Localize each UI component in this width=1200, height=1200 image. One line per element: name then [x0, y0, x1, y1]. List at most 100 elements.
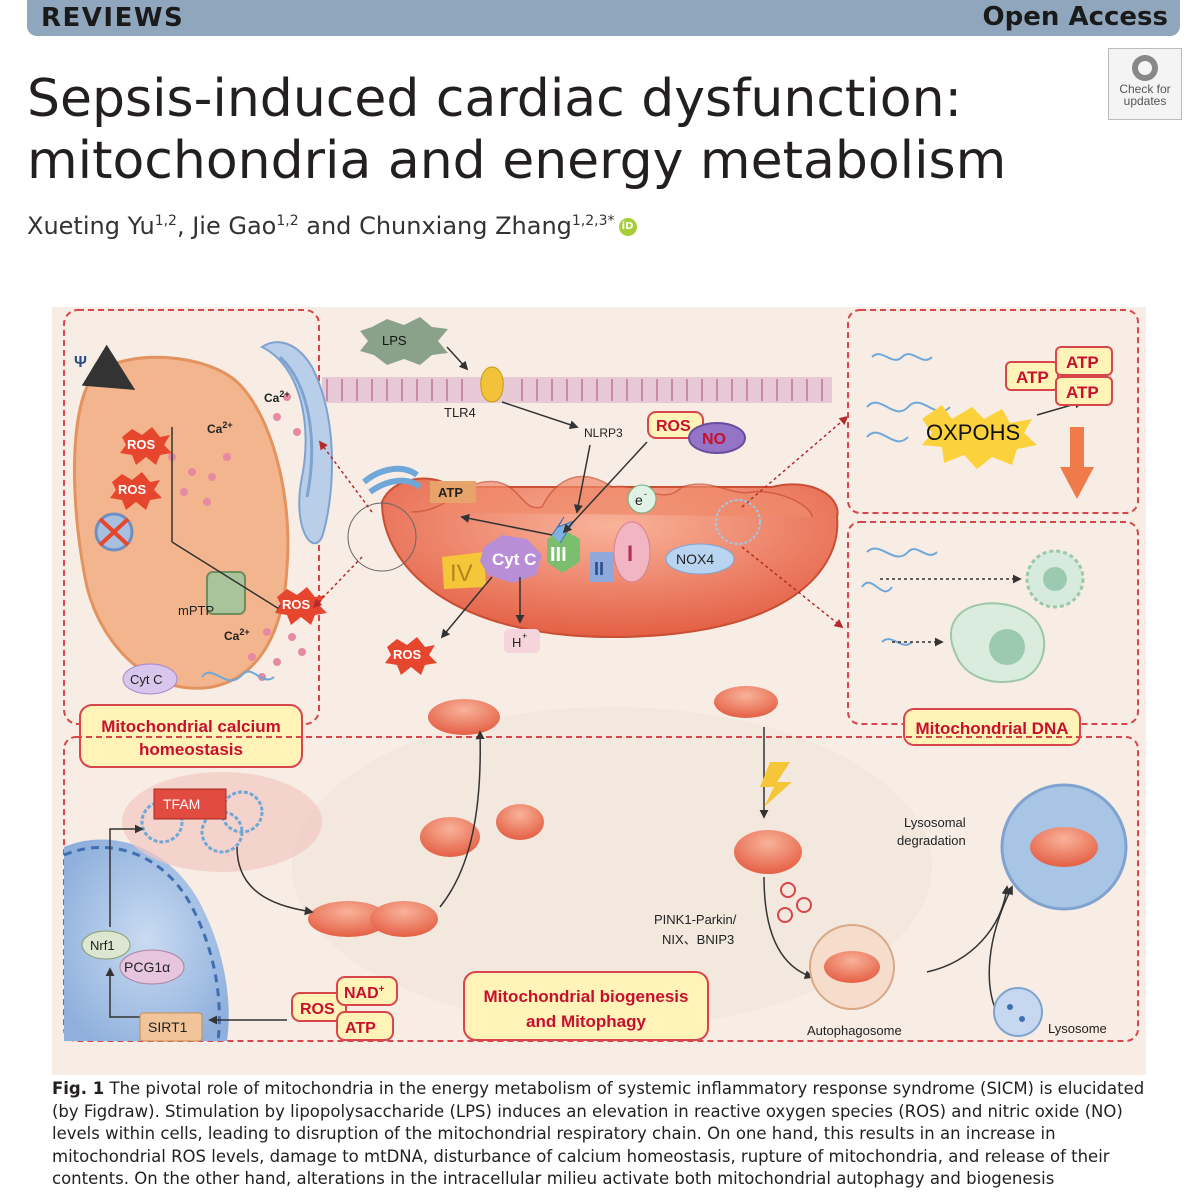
dna-panel-top-border [847, 309, 1139, 514]
nrf1-badge: Nrf1 [81, 930, 131, 960]
title-line-2: mitochondria and energy metabolism [27, 131, 1007, 191]
tfam-mitochondrion [122, 772, 322, 872]
section-label: REVIEWS [41, 3, 185, 33]
svg-text:Mitochondrial calcium: Mitochondrial calcium [101, 717, 280, 736]
immune-cell-icon [1025, 549, 1085, 609]
svg-text:e: e [635, 492, 643, 508]
svg-text:ROS: ROS [282, 597, 311, 612]
mitochondrion-icon [420, 817, 480, 857]
check-updates-line-2: updates [1123, 94, 1167, 108]
cytc-badge: Cyt C [480, 535, 542, 583]
author-name[interactable]: Xueting Yu [27, 212, 155, 240]
header-bar: REVIEWS Open Access [27, 0, 1180, 36]
mitochondrion-icon [308, 901, 388, 937]
ros-badge: ROS [275, 587, 327, 625]
figure-caption: Fig. 1 The pivotal role of mitochondria … [52, 1078, 1152, 1191]
ros-badge: ROS [110, 472, 162, 510]
svg-text:Nrf1: Nrf1 [90, 938, 115, 953]
complex-ii [590, 552, 614, 582]
svg-text:ROS: ROS [118, 482, 147, 497]
biogenesis-panel-label: Mitochondrial biogenesis and Mitophagy [463, 971, 709, 1041]
damage-flash-icon [760, 762, 792, 807]
author-name[interactable]: Jie Gao [192, 212, 277, 240]
svg-text:ROS: ROS [393, 647, 422, 662]
figure-1: Ψ ROS ROS ROS Ca2+ Ca2+ Ca2+ mPTP Cyt C … [52, 307, 1146, 1075]
title-line-1: Sepsis-induced cardiac dysfunction: [27, 69, 963, 129]
complex-i-label: I [627, 541, 633, 566]
svg-text:ROS: ROS [300, 1001, 335, 1018]
atp-badge: ATP [430, 481, 476, 503]
lysosomal-degradation-line-2: degradation [897, 833, 966, 848]
svg-text:ATP: ATP [345, 1020, 376, 1037]
svg-text:Cyt C: Cyt C [492, 550, 536, 569]
calcium-label: Ca2+ [264, 389, 290, 405]
blocked-icon [94, 512, 134, 552]
mitochondrion-icon [714, 686, 778, 718]
mitochondrion-icon [370, 901, 438, 937]
mitochondrion-icon [496, 804, 544, 840]
lysosome-icon [993, 987, 1043, 1037]
author-affiliation: 1,2 [276, 213, 299, 229]
open-access-label[interactable]: Open Access [982, 2, 1168, 32]
svg-text:and Mitophagy: and Mitophagy [526, 1012, 646, 1031]
autophagosome-icon [809, 924, 895, 1010]
calcium-label: Ca2+ [207, 420, 233, 436]
atp-stack: ATP ATP ATP [1005, 346, 1113, 406]
svg-text:H: H [512, 635, 521, 650]
ros-no-label: ROS NO [647, 411, 746, 454]
ros-badge: ROS [385, 637, 437, 675]
psi-label: Ψ [74, 354, 87, 371]
complex-iv [442, 552, 486, 589]
ros-badge: ROS [120, 427, 172, 465]
svg-text:ATP: ATP [1066, 353, 1099, 372]
nix-label: NIX、BNIP3 [662, 932, 734, 947]
mitochondrion-icon [734, 830, 802, 874]
pgc1a-badge: PCG1α [119, 949, 185, 985]
nucleus-shape [64, 839, 229, 1041]
article-title: Sepsis-induced cardiac dysfunction: mito… [27, 68, 1077, 192]
svg-text:PCG1α: PCG1α [124, 959, 170, 975]
check-for-updates-button[interactable]: Check for updates [1108, 48, 1182, 120]
autophagosome-label: Autophagosome [807, 1023, 902, 1038]
author-affiliation: 1,2,3* [571, 213, 615, 229]
calcium-label: Ca2+ [224, 627, 250, 643]
sirt1-badge: SIRT1 [139, 1012, 203, 1042]
svg-text:Mitochondrial biogenesis: Mitochondrial biogenesis [484, 987, 689, 1006]
svg-text:ROS: ROS [127, 437, 156, 452]
author-conjunction: and [306, 212, 352, 240]
svg-text:ATP: ATP [1066, 383, 1099, 402]
svg-text:ATP: ATP [438, 485, 463, 500]
mptp-label: mPTP [178, 603, 214, 618]
complex-iv-label: IV [450, 560, 473, 587]
svg-text:-: - [644, 489, 647, 499]
figure-number: Fig. 1 [52, 1079, 105, 1098]
svg-text:SIRT1: SIRT1 [148, 1019, 188, 1035]
svg-text:ATP: ATP [1016, 368, 1049, 387]
author-name[interactable]: Chunxiang Zhang [359, 212, 572, 240]
pink1-label: PINK1-Parkin/ [654, 912, 737, 927]
check-updates-line-1: Check for [1119, 82, 1171, 96]
lysosomal-degradation-line-1: Lysosomal [904, 815, 966, 830]
lysosome-label: Lysosome [1048, 1021, 1107, 1036]
caption-text: The pivotal role of mitochondria in the … [52, 1079, 1145, 1188]
orcid-icon[interactable]: iD [618, 218, 637, 236]
lps-badge: LPS [360, 317, 448, 365]
svg-text:NO: NO [702, 431, 726, 448]
endoplasmic-reticulum-shape [260, 341, 333, 545]
mitochondrion-icon [428, 699, 500, 735]
svg-text:LPS: LPS [382, 333, 407, 348]
svg-text:+: + [522, 631, 527, 641]
svg-text:NOX4: NOX4 [676, 551, 714, 567]
lysosome-degradation-icon [1000, 783, 1128, 911]
nox4-badge: NOX4 [665, 543, 735, 575]
complex-iii-label: III [550, 544, 567, 566]
svg-text:Mitochondrial DNA: Mitochondrial DNA [916, 719, 1069, 738]
complex-ii-label: II [594, 559, 604, 579]
ros-nad-atp-cluster: ROS NAD+ ATP [291, 976, 398, 1041]
svg-text:homeostasis: homeostasis [139, 740, 243, 759]
check-updates-icon [1132, 55, 1158, 81]
h-ion-badge: H+ [504, 629, 540, 653]
electron-badge: e- [627, 484, 657, 514]
cytc-cloud: Cyt C [122, 663, 178, 695]
cell-membrane [322, 377, 832, 403]
